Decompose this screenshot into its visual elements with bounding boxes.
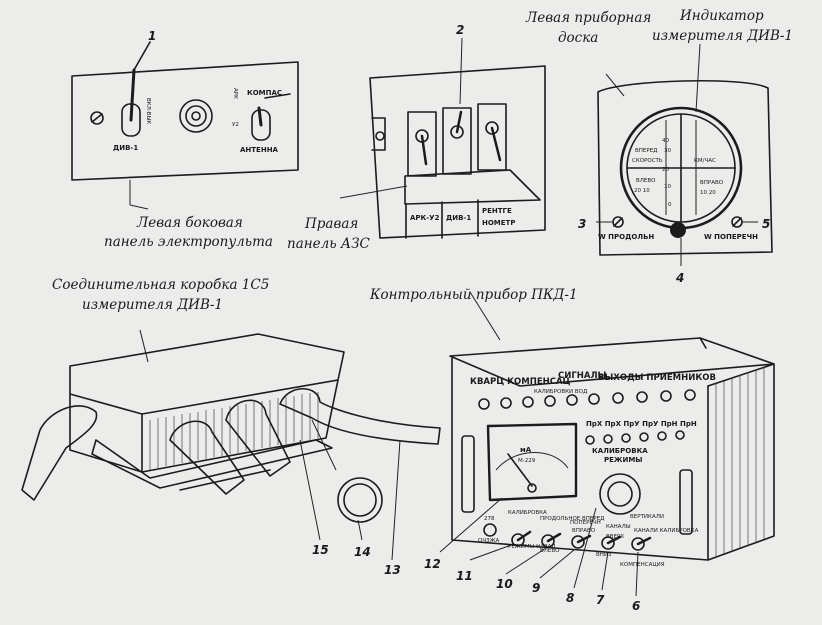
dial-vpravo: ВПРАВО	[700, 180, 724, 186]
label-m-229: М-229	[518, 458, 536, 464]
label-rentgenometr-2: НОМЕТР	[482, 219, 515, 227]
callout-6: 6	[632, 599, 640, 613]
label-kalibrovka-sw: КАЛИБРОВКА	[508, 510, 547, 516]
dial-left-10: 10	[664, 184, 671, 190]
callout-10: 10	[496, 577, 513, 591]
right-azs-panel	[339, 37, 546, 239]
label-prodolnoe-vpered: ПРОДОЛЬНОЕ ВПЕРЕД	[540, 516, 605, 522]
callout-12: 12	[424, 557, 441, 571]
callout-11: 11	[456, 569, 473, 583]
caption-left-board-2: доска	[558, 30, 598, 46]
label-vkl-vyk: ВКЛ-ВЫК	[145, 98, 151, 124]
label-ark-u2-vertical: АРК	[232, 88, 238, 99]
bottom-switches	[483, 523, 652, 551]
left-side-panel	[71, 41, 299, 210]
dial-vlevo: ВЛЕВО	[636, 178, 656, 184]
caption-right-azs-panel-1: Правая	[304, 216, 358, 232]
control-device	[439, 291, 775, 597]
label-278: 278	[484, 516, 495, 522]
label-kanali-kalibrovka: КАНАЛИ КАЛИБРОВКА	[634, 528, 699, 534]
junction-box	[21, 329, 441, 561]
label-kalibrovka-vod: КАЛИБРОВКИ ВОД	[534, 389, 588, 395]
label-vverh: ВВЕРХ	[606, 534, 624, 540]
label-div1-breaker: ДИВ-1	[446, 214, 471, 222]
callout-7: 7	[596, 593, 605, 607]
label-vlevo-sw: ВЛЕВО	[540, 548, 560, 554]
caption-indicator-2: измерителя ДИВ-1	[652, 28, 793, 44]
label-rentgenometr-1: РЕНТГЕ	[482, 207, 512, 215]
label-outputs-pr: ПрХ ПрХ ПрУ ПрУ ПрН ПрН	[586, 420, 697, 428]
label-ochzha: ОЧЗЖА	[478, 538, 500, 544]
callout-5: 5	[762, 217, 770, 231]
callout-2: 2	[456, 23, 464, 37]
dial-vpered: ВПЕРЕД	[635, 148, 658, 154]
label-w-prodoln: W ПРОДОЛЬН	[598, 233, 654, 241]
dial-right-10-20: 10 20	[700, 190, 716, 196]
label-poperechnoe: ПОПЕРЕЧН	[570, 520, 601, 526]
label-kalibrovka: КАЛИБРОВКА	[592, 447, 648, 455]
label-ark-u2-switch: АРК-У2	[410, 214, 440, 222]
caption-left-side-panel-1: Левая боковая	[136, 215, 243, 231]
caption-junction-box-2: измерителя ДИВ-1	[82, 297, 223, 313]
label-u2: У2	[232, 122, 239, 128]
dial-left-20: 20	[662, 167, 669, 173]
dial-left-0: 0	[668, 202, 672, 208]
caption-control-device: Контрольный прибор ПКД-1	[369, 287, 578, 303]
instrument-board	[596, 43, 773, 266]
dial-km-chas: КМ/ЧАС	[694, 158, 716, 164]
label-signaly: СИГНАЛЫ	[558, 371, 607, 381]
label-rezhimy: РЕЖИМЫ	[604, 456, 643, 464]
label-vpravo: ВПРАВО	[572, 528, 596, 534]
label-antenna: АНТЕННА	[240, 146, 279, 154]
indicator-lamps-top	[478, 389, 696, 410]
label-kompas: КОМПАС	[247, 89, 282, 97]
callout-8: 8	[566, 591, 574, 605]
label-kvarc-kompensac: КВАРЦ КОМПЕНСАЦ	[470, 377, 571, 387]
dial-left-40: 40	[662, 138, 669, 144]
caption-indicator-1: Индикатор	[679, 8, 764, 24]
label-kanaly: КАНАЛЫ	[606, 524, 631, 530]
label-vertikali: ВЕРТИКАЛИ	[630, 514, 664, 520]
callout-9: 9	[532, 581, 540, 595]
label-vyhody-priemnikov: ВЫХОДЫ ПРИЕМНИКОВ	[598, 373, 716, 383]
label-vniz: ВНИЗ	[596, 552, 612, 558]
dial-left-20-10: 20 10	[634, 188, 650, 194]
label-w-poperechn: W ПОПЕРЕЧН	[704, 233, 758, 241]
svg-text:ВКЛ-ВЫК: ВКЛ-ВЫК	[145, 98, 151, 124]
svg-text:АРК: АРК	[232, 88, 238, 99]
dial-left-30: 30	[664, 148, 671, 154]
callout-1: 1	[148, 29, 156, 43]
output-sockets	[585, 430, 685, 445]
callout-4: 4	[675, 271, 684, 285]
callout-15: 15	[312, 543, 329, 557]
caption-right-azs-panel-2: панель АЗС	[287, 236, 370, 252]
caption-left-board-1: Левая приборная	[525, 10, 651, 26]
label-kompensaciya: КОМПЕНСАЦИЯ	[620, 562, 665, 568]
caption-junction-box-1: Соединительная коробка 1С5	[52, 277, 269, 293]
label-ma: мА	[520, 446, 532, 454]
dial-skorost: СКОРОСТЬ	[632, 158, 663, 164]
callout-14: 14	[354, 545, 371, 559]
callout-3: 3	[578, 217, 586, 231]
label-div1-switch: ДИВ-1	[113, 144, 138, 152]
label-rezhimy-nazad: РЕЖИМЫ НАЗАД	[508, 544, 556, 550]
caption-left-side-panel-2: панель электропульта	[104, 234, 273, 250]
callout-13: 13	[384, 563, 401, 577]
